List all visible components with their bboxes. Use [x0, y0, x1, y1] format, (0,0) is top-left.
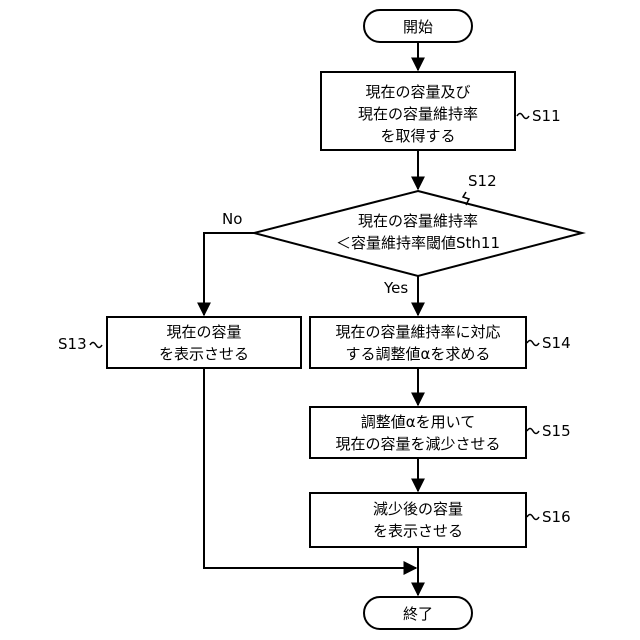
s11-line-3: を取得する: [380, 127, 455, 145]
start-label: 開始: [403, 18, 433, 36]
s16-tag-squiggle: [527, 515, 539, 520]
s14-line-1: 現在の容量維持率に対応: [335, 323, 500, 341]
step-s16-box: 減少後の容量 を表示させる: [310, 493, 526, 547]
s16-line-1: 減少後の容量: [373, 500, 463, 518]
s14-line-2: する調整値αを求める: [346, 345, 491, 363]
arrow-s12-no-to-s13: [204, 233, 254, 315]
step-s12-decision: 現在の容量維持率 ＜容量維持率閾値Sth11: [254, 191, 582, 276]
s14-tag: S14: [542, 334, 571, 352]
s15-line-1: 調整値αを用いて: [361, 413, 475, 431]
s11-line-1: 現在の容量及び: [365, 83, 470, 101]
s13-line-1: 現在の容量: [166, 323, 241, 341]
s15-tag: S15: [542, 422, 571, 440]
s13-line-2: を表示させる: [159, 345, 249, 363]
s13-tag-squiggle: [90, 343, 102, 348]
s12-no-label: No: [222, 210, 242, 228]
s11-line-2: 現在の容量維持率: [358, 105, 478, 123]
step-s14-box: 現在の容量維持率に対応 する調整値αを求める: [310, 317, 526, 368]
end-label: 終了: [403, 605, 433, 623]
start-terminal: 開始: [364, 10, 472, 42]
s12-yes-label: Yes: [383, 279, 408, 297]
s16-line-2: を表示させる: [373, 522, 463, 540]
s14-tag-squiggle: [527, 341, 539, 346]
s12-line-1: 現在の容量維持率: [358, 212, 478, 230]
step-s11-box: 現在の容量及び 現在の容量維持率 を取得する: [321, 72, 515, 150]
s16-tag: S16: [542, 508, 571, 526]
step-s13-box: 現在の容量 を表示させる: [107, 317, 301, 368]
s11-tag: S11: [532, 107, 561, 125]
s13-tag: S13: [58, 335, 87, 353]
s15-tag-squiggle: [527, 429, 539, 434]
s11-tag-squiggle: [517, 114, 529, 119]
s12-line-2: ＜容量維持率閾値Sth11: [336, 234, 500, 252]
s15-line-2: 現在の容量を減少させる: [335, 435, 500, 453]
step-s15-box: 調整値αを用いて 現在の容量を減少させる: [310, 407, 526, 458]
s12-tag: S12: [468, 172, 497, 190]
end-terminal: 終了: [364, 597, 472, 629]
